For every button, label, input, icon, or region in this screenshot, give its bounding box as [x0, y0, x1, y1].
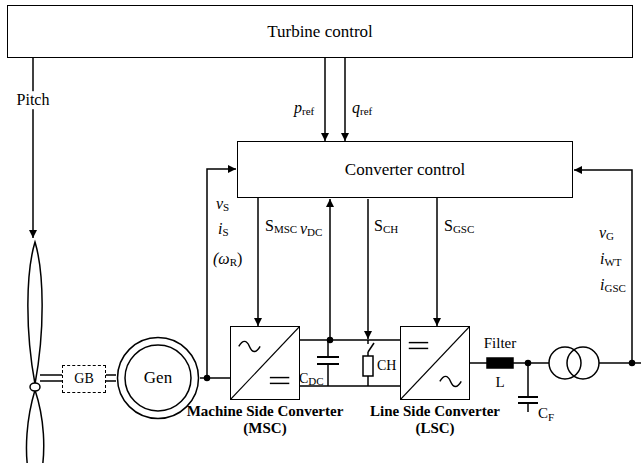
rotor-blade	[28, 242, 42, 384]
component-label: CH	[377, 358, 396, 373]
component-label: Filter	[484, 335, 517, 352]
node-label: Turbine control	[267, 22, 373, 42]
gearbox: GB	[62, 365, 106, 393]
component-label: CF	[538, 405, 554, 423]
control-block: Turbine control	[7, 5, 633, 58]
component-label: L	[495, 374, 504, 391]
signal-label: vDC	[300, 220, 322, 239]
pitch-arrow	[32, 58, 34, 238]
junction-dot	[630, 361, 635, 366]
power-line	[200, 377, 230, 379]
measurement-line	[574, 170, 632, 363]
capacitor-wire	[527, 403, 529, 412]
signal-label: Pitch	[15, 91, 52, 109]
converter-label: Machine Side Converter (MSC)	[181, 403, 349, 438]
converter-symbol	[401, 327, 469, 399]
inductor-symbol	[487, 358, 513, 368]
transformer-winding	[549, 347, 581, 379]
signal-arrow	[436, 198, 438, 326]
shaft	[40, 374, 62, 376]
chopper-wire	[367, 376, 369, 386]
node-label: Gen	[144, 368, 172, 388]
chopper-switch	[368, 343, 374, 352]
capacitor-plate	[518, 396, 538, 398]
converter-box: Line Side Converter (LSC)	[400, 326, 470, 400]
shaft	[40, 380, 62, 382]
capacitor-wire	[527, 363, 529, 397]
capacitor-wire	[327, 340, 329, 357]
capacitor-wire	[327, 364, 329, 386]
signal-label: iGSC	[600, 276, 626, 295]
measurement-line	[329, 199, 331, 340]
signal-arrow	[324, 58, 326, 141]
control-signal	[367, 199, 369, 339]
signal-label: pref	[294, 99, 314, 118]
signal-arrow	[257, 198, 259, 326]
signal-label: qref	[352, 99, 372, 118]
transformer-winding	[567, 347, 599, 379]
converter-symbol	[231, 327, 299, 399]
resistor-symbol	[363, 356, 373, 376]
rotor-hub	[30, 383, 40, 391]
component-label: CDC	[299, 371, 324, 388]
control-block: Converter control	[237, 141, 573, 198]
converter-box: Machine Side Converter (MSC)	[230, 326, 300, 400]
signal-label: (ωR)	[213, 250, 242, 269]
signal-label: vG	[599, 224, 614, 243]
signal-label: SCH	[374, 217, 398, 236]
signal-label: SMSC	[265, 217, 297, 236]
power-line	[106, 375, 116, 381]
rotor-blade	[26, 390, 43, 463]
node-label: Converter control	[345, 160, 465, 180]
converter-label: Line Side Converter (LSC)	[351, 403, 519, 438]
capacitor-plate	[317, 356, 339, 358]
signal-label: iWT	[600, 250, 622, 269]
signal-label: iS	[218, 220, 229, 239]
signal-arrow	[344, 58, 346, 141]
signal-label: SGSC	[444, 217, 474, 236]
signal-label: vS	[216, 195, 229, 214]
node-label: GB	[74, 371, 93, 387]
